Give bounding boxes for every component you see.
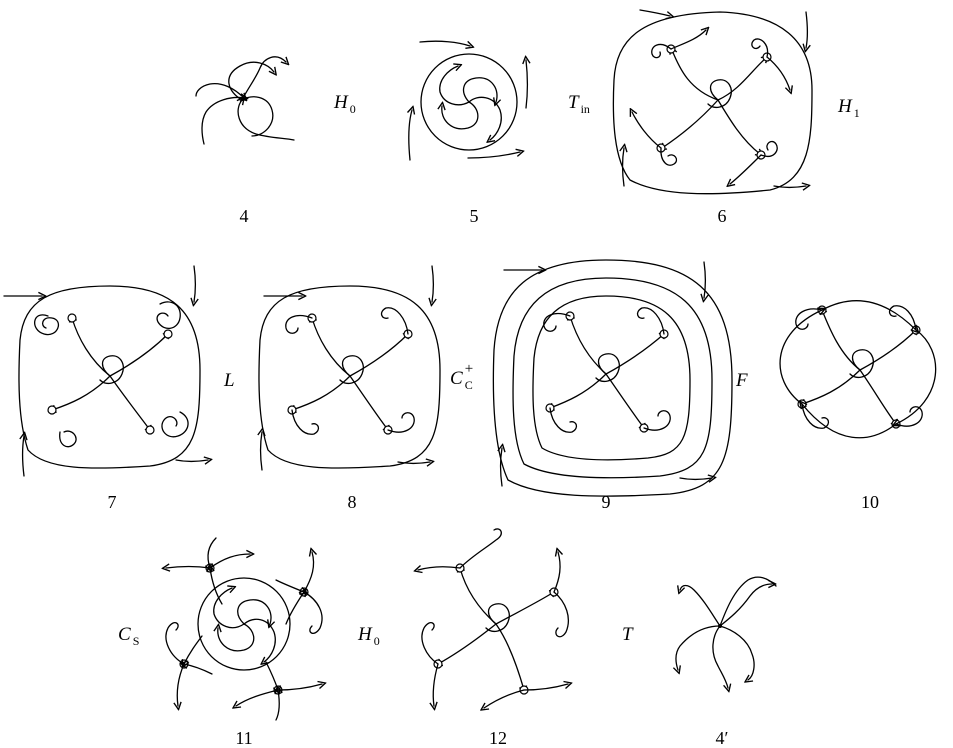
panel-number-5: 5 [470, 206, 479, 226]
panel-number-7: 7 [108, 492, 117, 512]
portrait-5 [409, 41, 528, 160]
transition-label-f: F [735, 370, 748, 391]
panel-number-6: 6 [718, 206, 727, 226]
panel-number-11: 11 [235, 728, 252, 748]
panel-number-10: 10 [861, 492, 879, 512]
panel-number-9: 9 [602, 492, 611, 512]
portrait-8 [259, 266, 440, 470]
portrait-10 [780, 301, 936, 438]
portrait-11 [166, 538, 322, 720]
portrait-7 [4, 266, 208, 476]
panel-number-12: 12 [489, 728, 507, 748]
panel-number-4: 4 [240, 206, 249, 226]
portrait-6 [613, 10, 812, 194]
transition-label-t: T [622, 624, 634, 645]
portrait-12 [418, 529, 568, 708]
portrait-9 [493, 260, 732, 496]
portrait-4-prime [676, 577, 776, 688]
panel-number-4-prime: 4′ [716, 728, 729, 748]
panel-number-8: 8 [348, 492, 357, 512]
transition-label-l: L [223, 370, 235, 391]
portrait-4 [196, 57, 294, 144]
